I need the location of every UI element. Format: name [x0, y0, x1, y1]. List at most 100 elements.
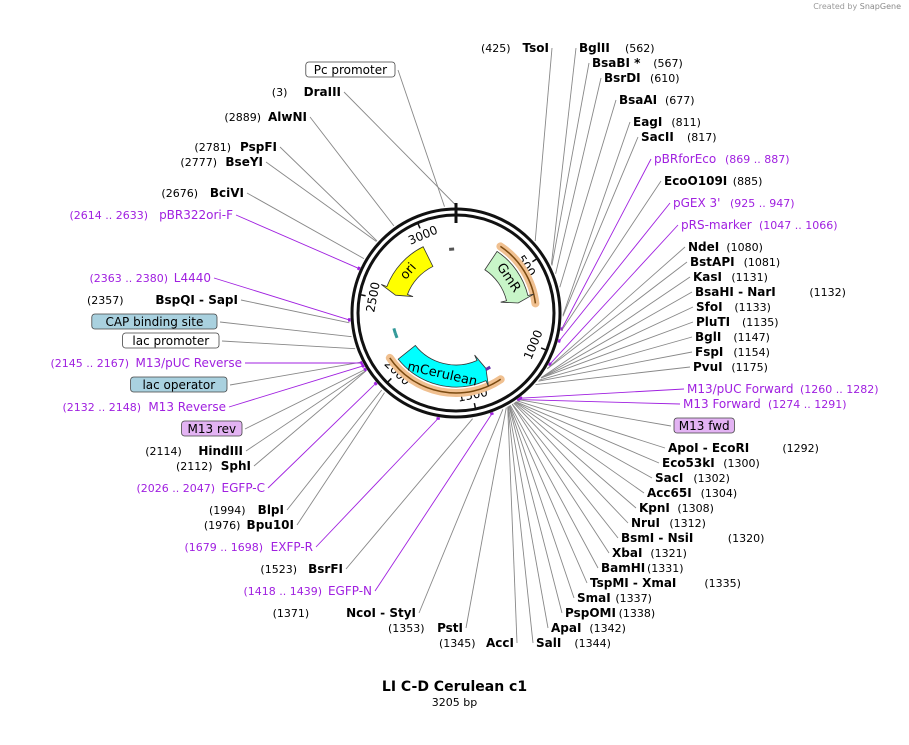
site-label-pspfi[interactable]: PspFI(2781): [194, 140, 277, 154]
leader-line: [213, 277, 350, 321]
leader-line: [246, 192, 365, 259]
label-position: (1994): [209, 504, 246, 517]
site-label-bglii[interactable]: BglII(562): [579, 41, 655, 55]
feature-tag-pc-promoter[interactable]: Pc promoter: [305, 61, 396, 78]
label-position: (1047 .. 1066): [759, 219, 838, 232]
feature-tag-m13-puc-reverse[interactable]: M13/pUC Reverse(2145 .. 2167): [50, 356, 242, 370]
feature-tag-lac-operator[interactable]: lac operator: [130, 376, 228, 393]
label-position: (2889): [224, 111, 261, 124]
site-label-bcivi[interactable]: BciVI(2676): [161, 186, 244, 200]
site-label-bseyi[interactable]: BseYI(2777): [180, 155, 263, 169]
feature-tag-pbr322ori-f[interactable]: pBR322ori-F(2614 .. 2633): [69, 208, 233, 222]
feature-gmr[interactable]: [484, 250, 534, 304]
feature-tag-exfp-r[interactable]: EXFP-R (1679 .. 1698): [184, 540, 313, 554]
site-label-bsabi[interactable]: BsaBI *(567): [592, 56, 683, 70]
site-label-bspqi-sapi[interactable]: BspQI - SapI(2357): [87, 293, 238, 307]
tag-text: CAP binding site: [105, 315, 203, 329]
site-label-bgli[interactable]: BglI(1147): [695, 330, 770, 344]
site-label-ecoo109i[interactable]: EcoO109I(885): [664, 174, 762, 188]
feature-mcerulean[interactable]: [397, 344, 489, 388]
site-label-saci[interactable]: SacI(1302): [655, 471, 730, 485]
label-position: (1345): [439, 637, 476, 650]
site-label-xbai[interactable]: XbaI(1321): [612, 546, 687, 560]
label-name: SacII: [641, 130, 674, 144]
feature-tag-lac-promoter[interactable]: lac promoter: [122, 332, 220, 349]
leader-line: [465, 407, 507, 629]
site-label-apai[interactable]: ApaI(1342): [551, 621, 626, 635]
site-label-sacii[interactable]: SacII(817): [641, 130, 717, 144]
label-name: L4440: [174, 271, 211, 285]
site-label-smai[interactable]: SmaI(1337): [577, 591, 652, 605]
leader-line: [541, 276, 691, 378]
feature-tag-m13-puc-forward[interactable]: M13/pUC Forward(1260 .. 1282): [687, 382, 879, 396]
label-position: (1679 .. 1698): [184, 541, 263, 554]
site-label-psti[interactable]: PstI(1353): [388, 621, 463, 635]
site-label-bsrfi[interactable]: BsrFI(1523): [260, 562, 343, 576]
feature-tag-egfp-c[interactable]: EGFP-C(2026 .. 2047): [136, 481, 265, 495]
site-label-pluti[interactable]: PluTI (1135): [696, 315, 779, 329]
leader-line: [518, 399, 681, 405]
label-name: BsmI - NsiI: [621, 531, 693, 545]
site-label-acc65i[interactable]: Acc65I(1304): [647, 486, 737, 500]
feature-tag-pbrforeco[interactable]: pBRforEco(869 .. 887): [654, 152, 790, 166]
leader-line: [547, 246, 686, 369]
label-name: EXFP-R: [271, 540, 313, 554]
feature-tag-m13-reverse[interactable]: M13 Reverse(2132 .. 2148): [62, 400, 226, 414]
leader-line: [562, 121, 631, 316]
site-label-ndei[interactable]: NdeI(1080): [688, 240, 763, 254]
site-label-fspi[interactable]: FspI(1154): [695, 345, 770, 359]
feature-tag-pgex-3[interactable]: pGEX 3'(925 .. 947): [673, 196, 795, 210]
tick-label: 2500: [363, 281, 382, 314]
site-label-ncoi-styi[interactable]: NcoI - StyI(1371): [273, 606, 416, 620]
label-position: (2132 .. 2148): [62, 401, 141, 414]
site-label-sphi[interactable]: SphI(2112): [176, 459, 251, 473]
site-label-eagi[interactable]: EagI(811): [633, 115, 701, 129]
feature-tag-l4440[interactable]: L4440(2363 .. 2380): [89, 271, 211, 285]
label-position: (1135): [742, 316, 779, 329]
primer-site-mark: [548, 362, 552, 367]
site-label-bsaai[interactable]: BsaAI(677): [619, 93, 695, 107]
feature-tag-m13-fwd[interactable]: M13 fwd: [673, 417, 735, 434]
leader-line: [515, 401, 653, 479]
label-position: (1331): [647, 562, 684, 575]
leader-line: [511, 403, 610, 554]
site-label-pspomi[interactable]: PspOMI(1338): [565, 606, 655, 620]
site-label-bstapi[interactable]: BstAPI(1081): [690, 255, 780, 269]
site-label-acci[interactable]: AccI(1345): [439, 636, 514, 650]
site-label-bamhi[interactable]: BamHI(1331): [601, 561, 684, 575]
label-name: TspMI - XmaI: [590, 576, 676, 590]
site-label-sali[interactable]: SalI(1344): [536, 636, 611, 650]
feature-tag-prs-marker[interactable]: pRS-marker(1047 .. 1066): [681, 218, 838, 232]
site-label-eco53ki[interactable]: Eco53kI(1300): [662, 456, 760, 470]
site-label-blpi[interactable]: BlpI(1994): [209, 503, 284, 517]
site-label-bsrdi[interactable]: BsrDI(610): [604, 71, 680, 85]
label-name: BspQI - SapI: [155, 293, 238, 307]
feature-tag-m13-forward[interactable]: M13 Forward(1274 .. 1291): [683, 397, 847, 411]
site-label-alwni[interactable]: AlwNI(2889): [224, 110, 307, 124]
site-label-tsoi[interactable]: TsoI(425): [481, 41, 549, 55]
label-position: (1080): [726, 241, 763, 254]
site-label-bsmi-nsii[interactable]: BsmI - NsiI(1320): [621, 531, 764, 545]
site-label-nrui[interactable]: NruI(1312): [631, 516, 706, 530]
site-label-apoi-ecori[interactable]: ApoI - EcoRI(1292): [668, 441, 819, 455]
site-label-draiii[interactable]: DraIII(3): [272, 85, 341, 99]
label-name: PluTI: [696, 315, 730, 329]
leader-line: [509, 405, 588, 584]
feature-ori[interactable]: [381, 246, 434, 297]
site-label-hindiii[interactable]: HindIII(2114): [145, 444, 243, 458]
label-position: (2781): [194, 141, 231, 154]
site-label-bsahi-nari[interactable]: BsaHI - NarI(1132): [695, 285, 846, 299]
site-label-sfoi[interactable]: SfoI(1133): [696, 300, 771, 314]
leader-line: [561, 158, 652, 330]
feature-tag-cap-binding-site[interactable]: CAP binding site: [91, 313, 218, 330]
site-label-bpu10i[interactable]: Bpu10I(1976): [204, 518, 294, 532]
tag-box: [130, 376, 228, 393]
site-label-kpni[interactable]: KpnI(1308): [639, 501, 714, 515]
site-label-tspmi-xmai[interactable]: TspMI - XmaI(1335): [590, 576, 741, 590]
label-position: (1304): [701, 487, 738, 500]
feature-tag-egfp-n[interactable]: EGFP-N(1418 .. 1439): [243, 584, 372, 598]
site-label-pvui[interactable]: PvuI(1175): [693, 360, 768, 374]
label-name: BsrFI: [308, 562, 343, 576]
site-label-kasi[interactable]: KasI(1131): [693, 270, 768, 284]
feature-tag-m13-rev[interactable]: M13 rev: [181, 420, 243, 437]
